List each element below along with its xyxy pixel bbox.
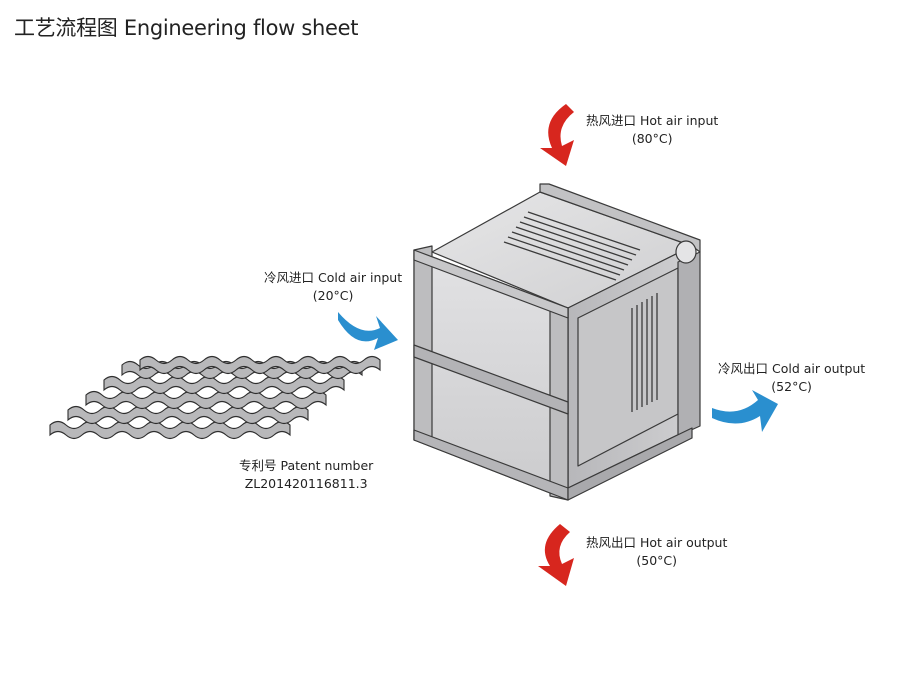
page-title: 工艺流程图 Engineering flow sheet: [14, 16, 359, 40]
cold-air-output-temp: (52°C): [771, 379, 812, 394]
cold-air-output-label: 冷风出口 Cold air output (52°C): [718, 360, 865, 396]
hot-air-input-name: 热风进口 Hot air input: [586, 113, 719, 128]
hot-air-input-label: 热风进口 Hot air input (80°C): [586, 112, 718, 148]
cold-air-input-temp: (20°C): [312, 288, 354, 303]
hot-air-output-temp: (50°C): [636, 553, 677, 568]
heat-exchanger-box: [413, 183, 701, 501]
patent-name: 专利号 Patent number: [239, 458, 374, 473]
cold-air-output-name: 冷风出口 Cold air output: [718, 361, 866, 376]
cold-air-input-arrow: [338, 312, 398, 350]
patent-number: ZL201420116811.3: [244, 476, 368, 491]
cold-air-input-name: 冷风进口 Cold air input: [264, 270, 403, 285]
hot-air-output-label: 热风出口 Hot air output (50°C): [586, 534, 727, 570]
hot-air-output-name: 热风出口 Hot air output: [586, 535, 728, 550]
corrugated-plates: [49, 355, 381, 440]
cold-air-output-arrow: [712, 390, 778, 432]
top-louvres: [503, 211, 641, 281]
hot-air-output-arrow: [538, 524, 574, 586]
patent-label: 专利号 Patent number ZL201420116811.3: [239, 457, 373, 493]
hot-air-input-temp: (80°C): [631, 131, 673, 146]
side-louvres: [631, 293, 658, 412]
cold-air-input-label: 冷风进口 Cold air input (20°C): [264, 269, 402, 305]
hot-air-input-arrow: [540, 104, 574, 166]
